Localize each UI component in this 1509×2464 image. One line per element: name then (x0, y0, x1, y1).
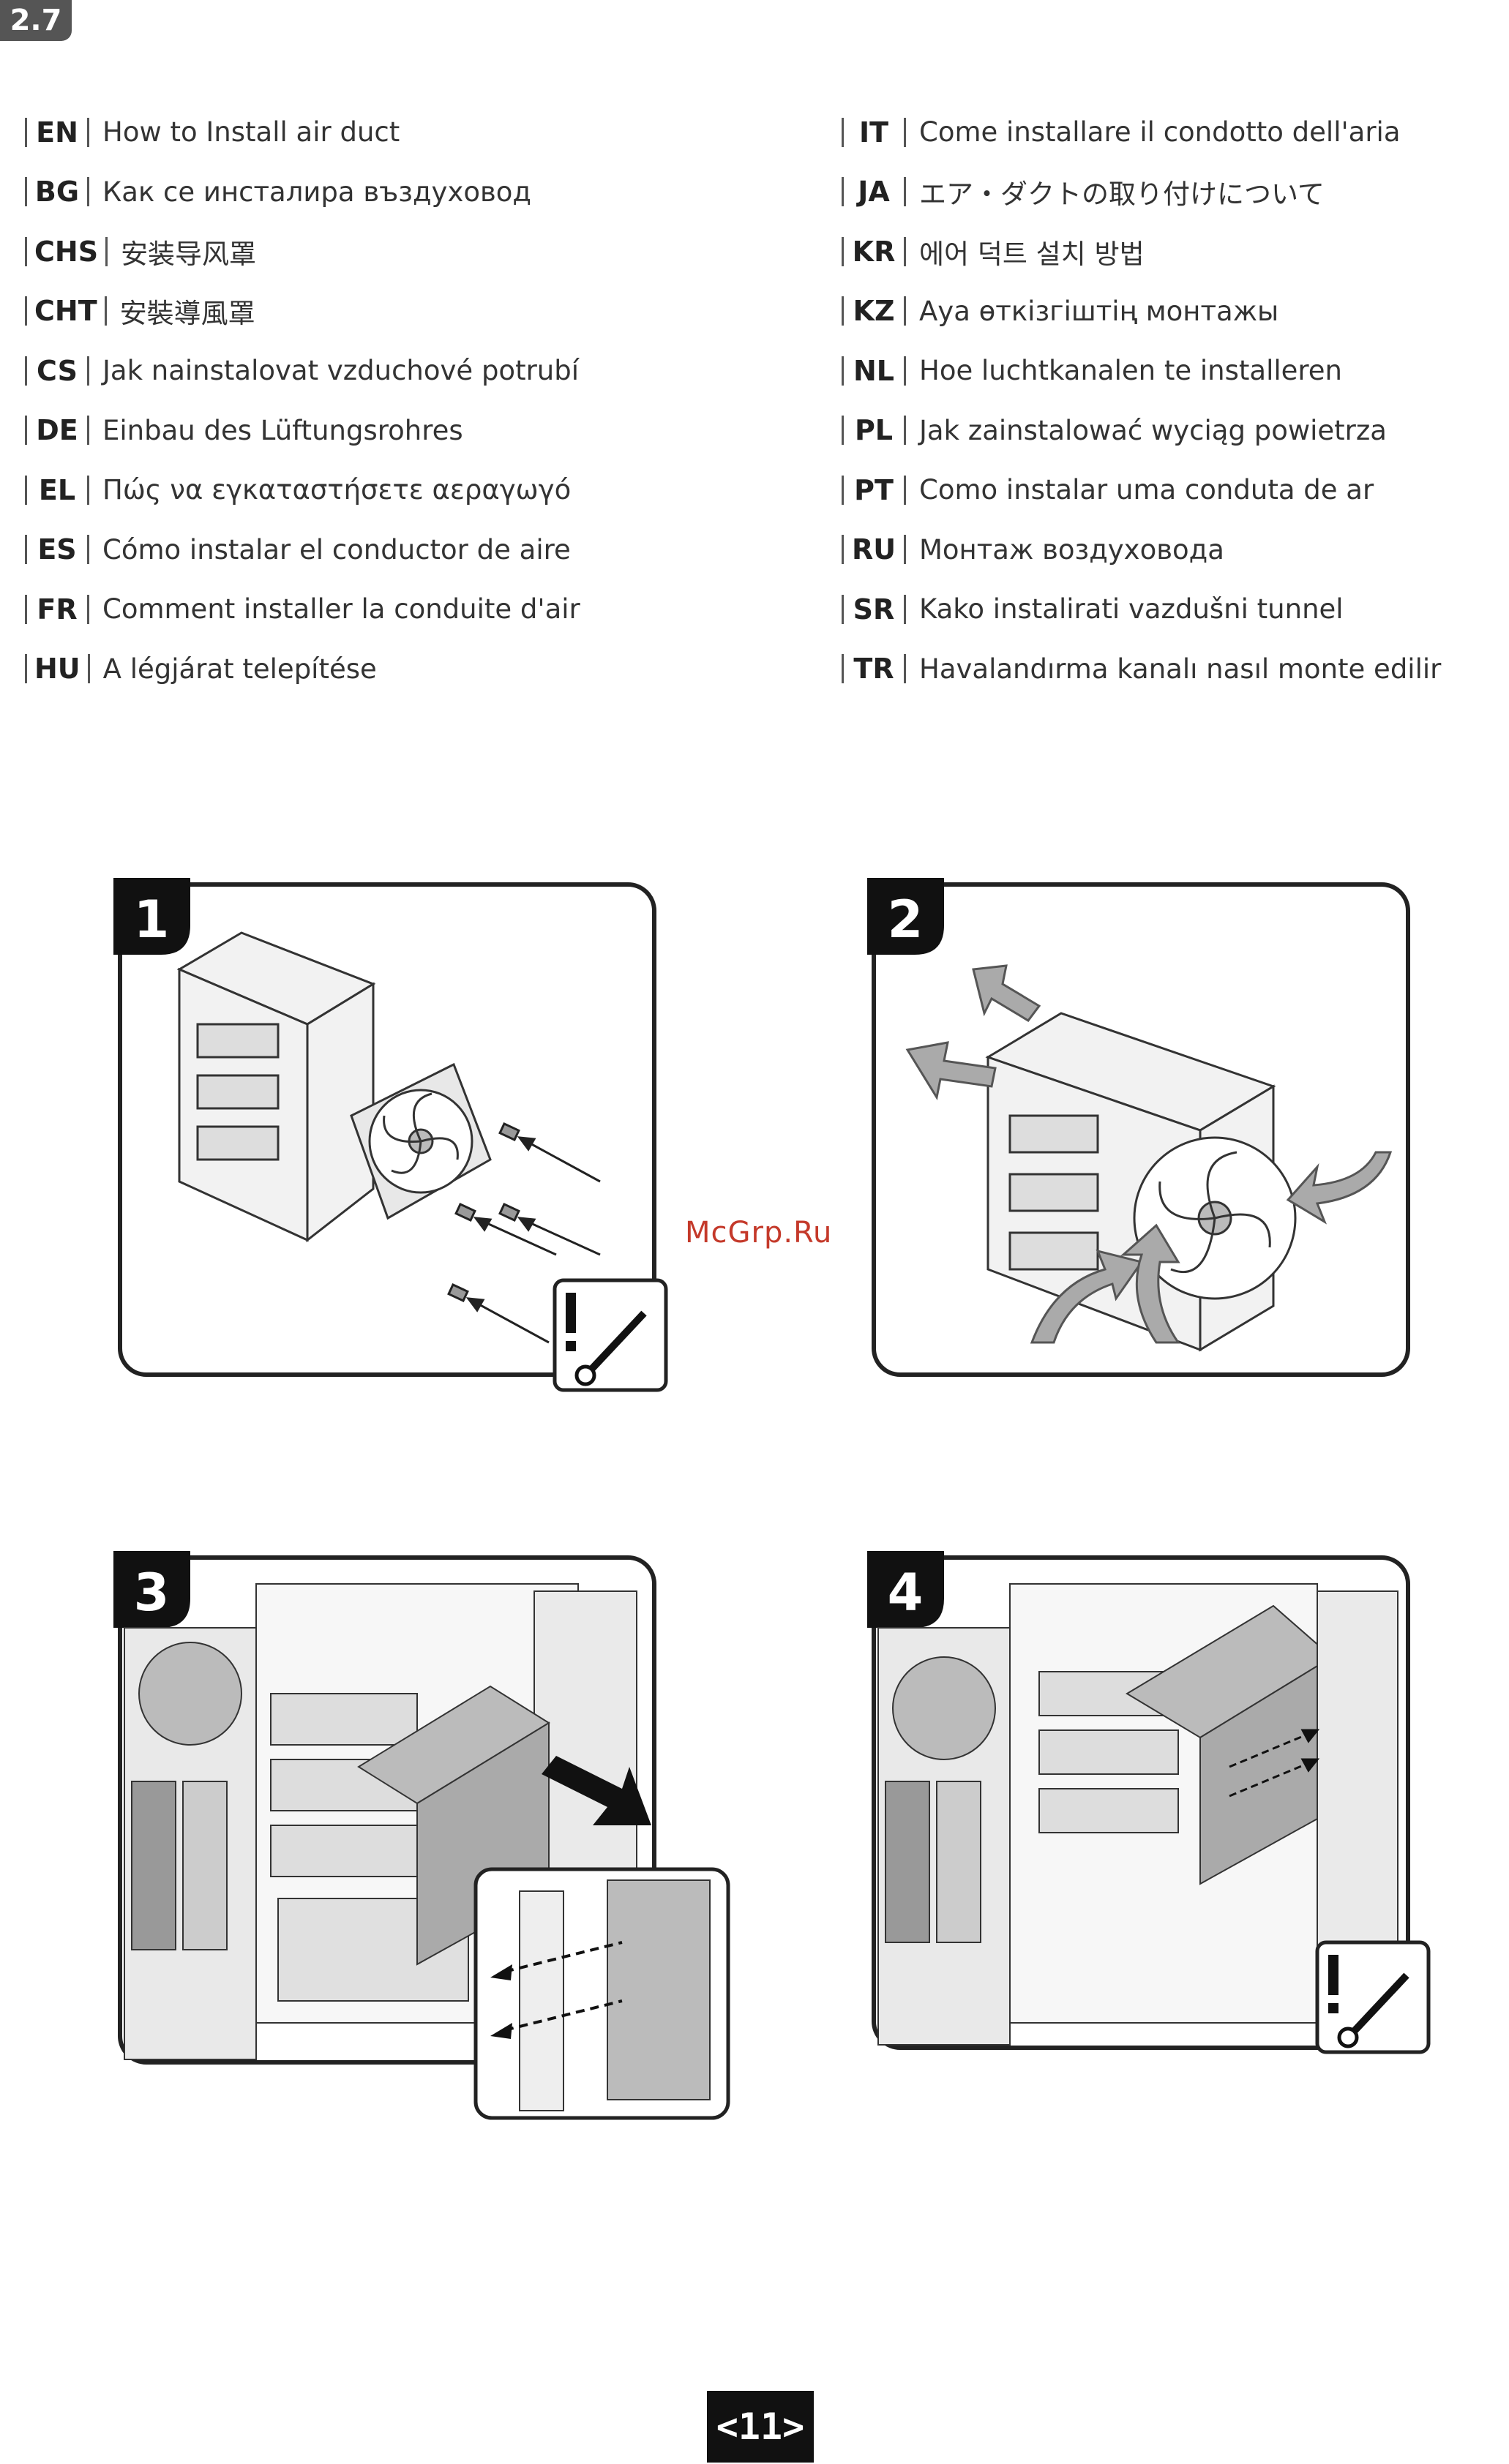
language-label: Jak zainstalować wyciąg powietrza (919, 414, 1387, 446)
step-number: 1 (134, 890, 170, 950)
language-code: KR (852, 235, 896, 268)
language-label: Kako instalirati vazdušni tunnel (919, 593, 1344, 626)
language-label: Einbau des Lüftungsrohres (102, 414, 463, 446)
language-row: ES Cómo instalar el conductor de aire (25, 520, 786, 580)
language-label: Hoe luchtkanalen te installeren (919, 355, 1342, 387)
language-code: TR (853, 653, 894, 686)
language-row: IT Come installare il condotto dell'aria (842, 102, 1486, 162)
language-code: HU (34, 653, 80, 686)
step-number: 3 (134, 1563, 170, 1623)
language-code: RU (851, 533, 896, 566)
language-list-left: EN How to Install air duct BG Как се инста… (25, 102, 786, 699)
step-1-panel: 1 (110, 874, 681, 1401)
language-row: EL Πώς να εγκαταστήσετε αεραγωγό (25, 460, 786, 520)
language-label: Comment installer la conduite d'air (102, 593, 580, 626)
language-row: JA エア・ダクトの取り付けについて (842, 162, 1486, 222)
page-number: <11> (707, 2391, 814, 2463)
language-label: 安裝導風罩 (119, 298, 255, 330)
language-label: Как се инсталира въздуховод (102, 176, 532, 208)
language-row: SR Kako instalirati vazdušni tunnel (842, 579, 1486, 639)
pc-case-illustration (877, 1583, 1398, 2046)
language-label: 安装导风罩 (121, 238, 257, 270)
language-code: PL (854, 414, 894, 447)
language-code: NL (853, 354, 895, 387)
language-label: Havalandırma kanalı nasıl monte edilir (919, 653, 1442, 685)
screwdriver-warning-icon (1315, 1940, 1431, 2054)
language-code: JA (858, 176, 890, 209)
language-label: 에어 덕트 설치 방법 (919, 238, 1145, 270)
language-label: Come installare il condotto dell'aria (919, 116, 1401, 149)
language-label: Πώς να εγκαταστήσετε αεραγωγό (102, 474, 572, 506)
language-row: KR 에어 덕트 설치 방법 (842, 222, 1486, 282)
language-code: IT (858, 116, 889, 149)
language-row: PT Como instalar uma conduta de ar (842, 460, 1486, 520)
language-label: A légjárat telepítése (102, 653, 377, 685)
step-number: 2 (888, 890, 924, 950)
detail-inset (473, 1867, 730, 2120)
language-code: CS (37, 354, 78, 387)
language-code: CHS (34, 235, 99, 268)
language-row: BG Как се инсталира въздуховод (25, 162, 786, 222)
air-duct-illustration (176, 931, 376, 1243)
language-label: Jak nainstalovat vzduchové potrubí (102, 355, 580, 387)
screwdriver-warning-icon (553, 1278, 668, 1392)
watermark: McGrp.Ru (685, 1216, 833, 1250)
language-code: DE (36, 414, 78, 447)
language-row: EN How to Install air duct (25, 102, 786, 162)
language-row: NL Hoe luchtkanalen te installeren (842, 341, 1486, 401)
step-3-panel: 3 (110, 1547, 739, 2133)
screw-arrows (447, 1122, 601, 1344)
language-code: EN (36, 116, 78, 149)
language-code: KZ (853, 295, 895, 328)
step-4-panel: 4 (864, 1547, 1449, 2074)
step-2-panel: 2 (864, 874, 1420, 1401)
language-row: RU Монтаж воздуховода (842, 520, 1486, 580)
language-row: DE Einbau des Lüftungsrohres (25, 401, 786, 461)
language-code: ES (37, 533, 77, 566)
insert-arrow (542, 1756, 651, 1825)
airflow-arrows (905, 964, 1393, 1344)
language-row: CHS 安装导风罩 (25, 222, 786, 282)
language-row: TR Havalandırma kanalı nasıl monte edilir (842, 639, 1486, 699)
language-row: KZ Ауа өткізгіштің монтажы (842, 282, 1486, 342)
language-row: CS Jak nainstalovat vzduchové potrubí (25, 341, 786, 401)
section-number-badge: 2.7 (0, 0, 72, 41)
language-row: CHT 安裝導風罩 (25, 282, 786, 342)
step-number: 4 (888, 1563, 924, 1623)
language-label: Ауа өткізгіштің монтажы (919, 295, 1279, 327)
language-label: エア・ダクトの取り付けについて (919, 179, 1325, 211)
language-code: PT (854, 473, 894, 506)
fan-icon (350, 1062, 492, 1220)
language-code: SR (853, 593, 895, 626)
language-label: Cómo instalar el conductor de aire (102, 533, 571, 566)
language-code: EL (38, 473, 76, 506)
language-code: BG (34, 176, 80, 209)
language-code: FR (37, 593, 78, 626)
screw-arrows (1229, 1729, 1320, 1798)
language-row: PL Jak zainstalować wyciąg powietrza (842, 401, 1486, 461)
language-row: HU A légjárat telepítése (25, 639, 786, 699)
language-row: FR Comment installer la conduite d'air (25, 579, 786, 639)
language-label: How to Install air duct (102, 116, 400, 149)
language-label: Монтаж воздуховода (919, 533, 1224, 566)
language-label: Como instalar uma conduta de ar (919, 474, 1374, 506)
language-code: CHT (34, 295, 97, 328)
